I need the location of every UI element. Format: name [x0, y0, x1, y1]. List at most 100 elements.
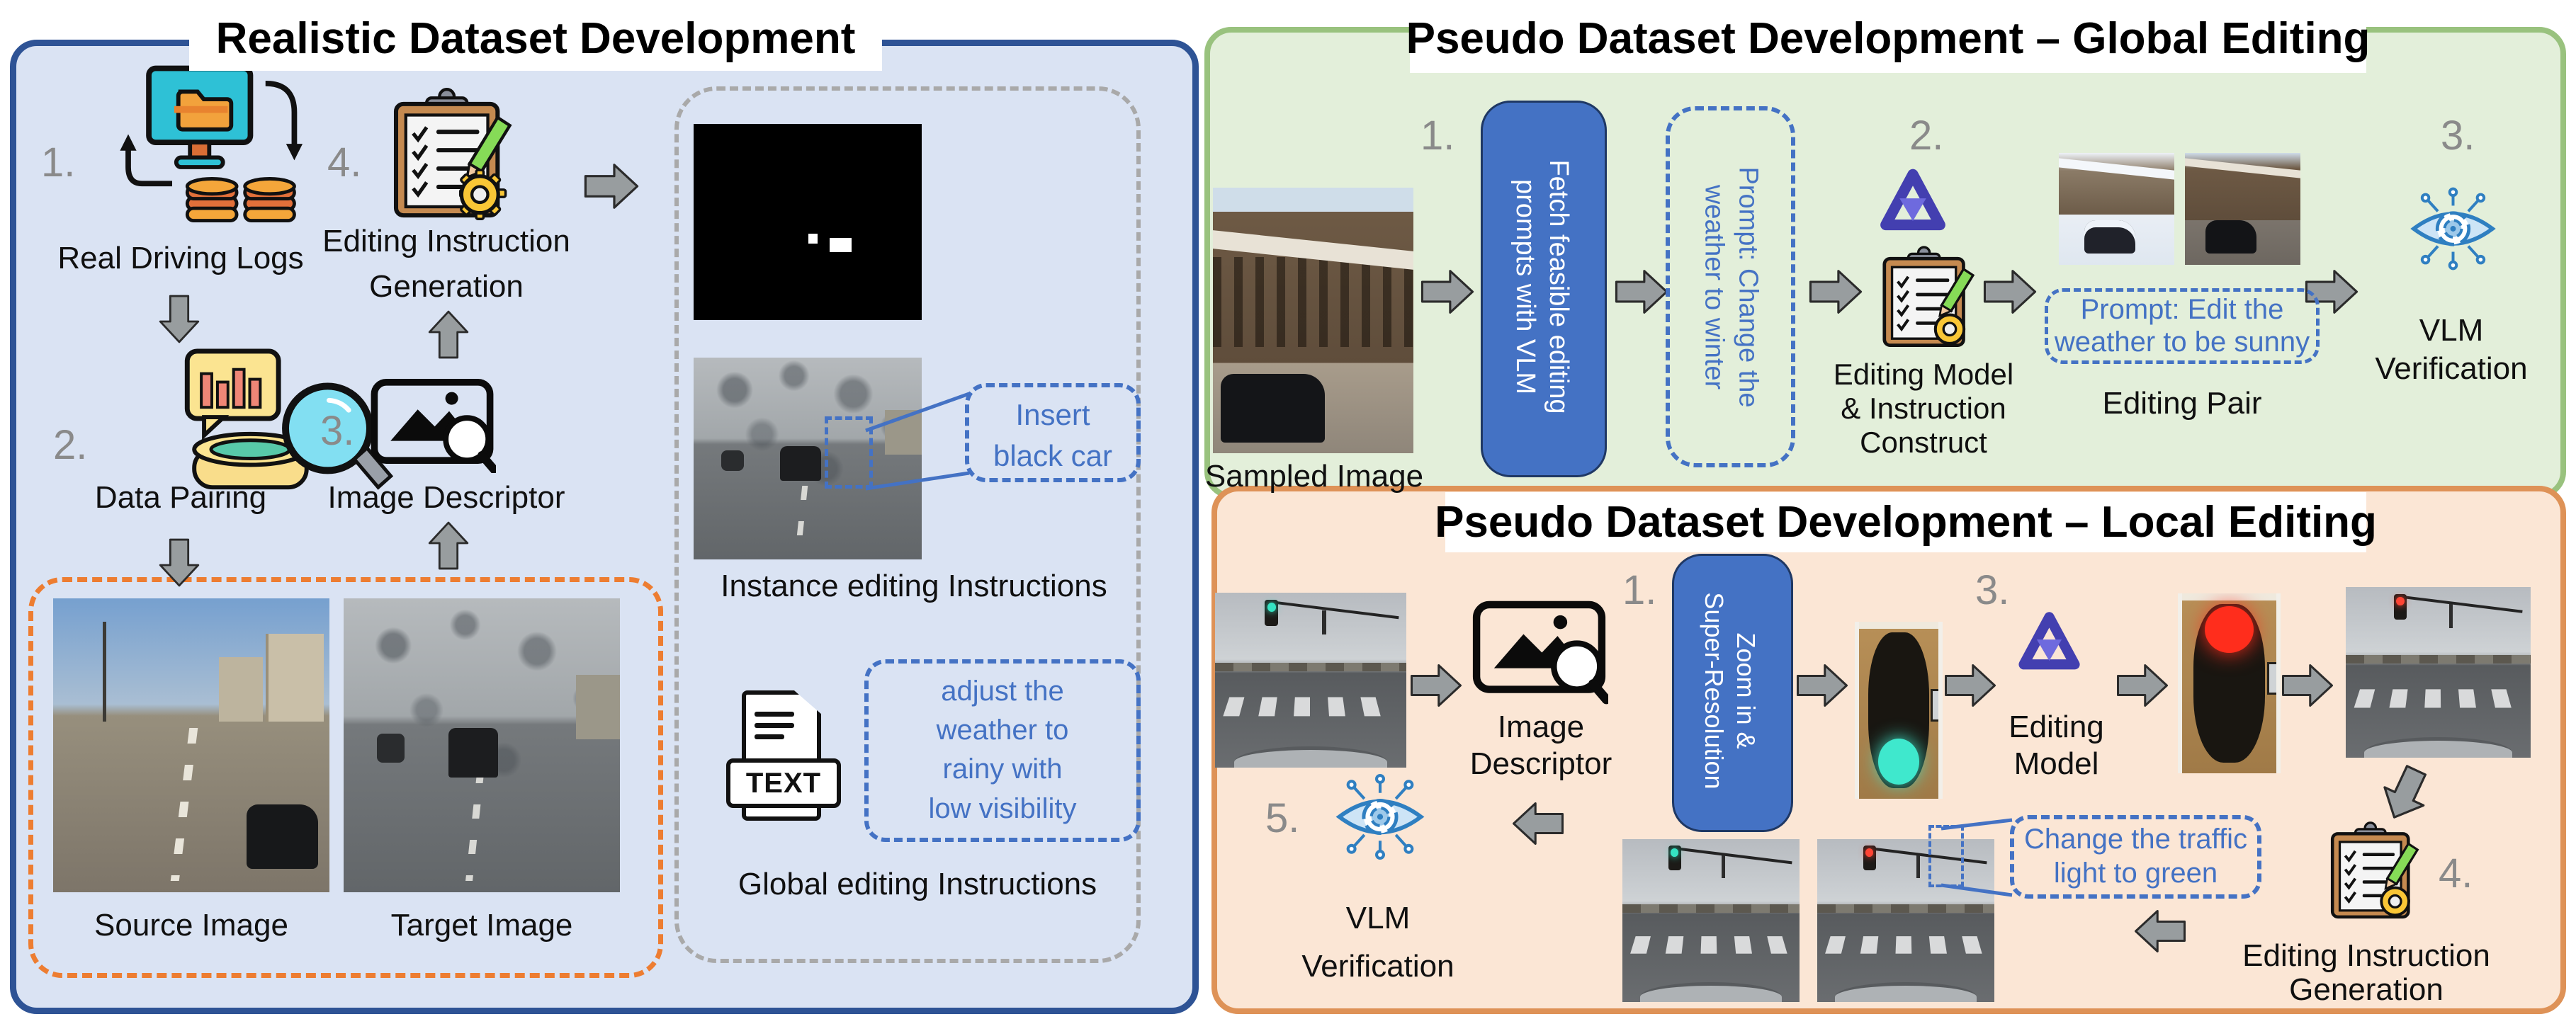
clipboard-gear-icon	[383, 84, 517, 222]
traffic-light-green-crop	[1855, 622, 1943, 799]
image-descriptor-icon	[368, 374, 496, 473]
local-step-number-5: 5.	[1265, 795, 1300, 841]
editing-pair-snowy-photo	[2059, 153, 2174, 265]
local-panel-title: Pseudo Dataset Development – Local Editi…	[1435, 492, 2377, 552]
image-descriptor-label: Image Descriptor	[327, 480, 565, 515]
paired-images-dashed-box	[28, 577, 663, 978]
vlm-eye-icon	[1331, 769, 1430, 865]
car-highlight-bracket	[825, 416, 873, 489]
vlm-eye-icon	[2405, 183, 2501, 275]
winter-prompt-line1: Prompt: Change the	[1733, 166, 1763, 408]
green-light-prompt-box: Change the traffic light to green	[2010, 815, 2261, 899]
intersection-photo-original	[1215, 593, 1406, 768]
right-arrow	[1943, 662, 1998, 709]
clipboard-gear-icon	[2322, 820, 2423, 921]
winter-prompt-box	[1666, 106, 1795, 467]
global-prompt-line2: weather to	[936, 715, 1069, 746]
source-image-label: Source Image	[94, 908, 288, 943]
local-editing-model-line1: Editing	[2009, 710, 2104, 744]
down-arrow	[157, 289, 201, 349]
target-image-label: Target Image	[390, 908, 573, 943]
right-arrow	[1807, 268, 1865, 316]
zoom-super-resolution-box	[1672, 554, 1793, 832]
winter-prompt-line2: weather to winter	[1700, 184, 1729, 390]
vlm-logo-icon	[1870, 164, 1955, 234]
instance-edited-photo	[694, 358, 922, 559]
clipboard-gear-icon	[1874, 244, 1979, 349]
editing-pair-sunny-photo	[2185, 153, 2300, 265]
text-file-icon: TEXT	[726, 690, 841, 821]
fetch-prompts-text: Fetch feasible editing prompts with VLM	[1481, 101, 1603, 473]
right-arrow	[2115, 662, 2170, 709]
sunny-prompt-line2: weather to be sunny	[2054, 326, 2310, 358]
local-step-number-3: 3.	[1975, 567, 2010, 613]
global-prompt-line4: low visibility	[928, 792, 1077, 824]
traffic-light-red-crop	[2178, 593, 2281, 773]
local-editing-model-line2: Model	[2013, 746, 2099, 781]
real-driving-logs-label: Real Driving Logs	[57, 241, 304, 275]
step-number-1: 1.	[41, 140, 76, 186]
computer-databases-icon	[106, 60, 326, 230]
target-image-photo	[344, 598, 620, 892]
data-pairing-icon	[181, 346, 393, 500]
right-arrow	[572, 161, 650, 211]
source-image-photo	[53, 598, 329, 892]
image-descriptor-icon	[1470, 593, 1608, 706]
fetch-text-line2: prompts with VLM	[1510, 178, 1540, 395]
step-number-2: 2.	[53, 422, 88, 468]
local-pair-red-photo	[1817, 839, 1994, 1002]
local-step-number-1: 1.	[1622, 567, 1657, 613]
local-descriptor-label-line1: Image	[1497, 710, 1585, 744]
right-arrow	[1418, 268, 1476, 316]
left-arrow	[1510, 800, 1566, 847]
right-arrow	[1795, 662, 1850, 709]
local-vlm-verification-line1: VLM	[1345, 901, 1411, 935]
global-editing-caption: Global editing Instructions	[738, 867, 1097, 901]
winter-prompt-text: Prompt: Change the weather to winter	[1666, 107, 1796, 468]
insert-annotation-line1: Insert	[1015, 398, 1090, 431]
instance-editing-caption: Instance editing Instructions	[721, 569, 1107, 603]
editing-model-construct-line3: Construct	[1860, 426, 1987, 459]
local-descriptor-label-line2: Descriptor	[1469, 746, 1612, 781]
up-arrow	[426, 516, 470, 576]
traffic-light-highlight-bracket	[1928, 825, 1964, 887]
annotation-connector-lines	[865, 392, 970, 491]
editing-instruction-label-line2: Generation	[369, 269, 524, 304]
local-editing-instruction-line1: Editing Instruction	[2242, 938, 2490, 973]
global-editing-prompt-box: adjust the weather to rainy with low vis…	[864, 659, 1141, 842]
right-arrow	[1612, 268, 1671, 316]
insert-black-car-annotation: Insert black car	[965, 383, 1141, 482]
global-prompt-line3: rainy with	[942, 753, 1063, 785]
instance-mask-image	[694, 124, 922, 320]
global-step-number-3: 3.	[2441, 113, 2475, 159]
sunny-prompt-line1: Prompt: Edit the	[2080, 294, 2284, 325]
step-number-4: 4.	[327, 140, 362, 186]
local-step-number-4: 4.	[2439, 850, 2473, 896]
zoom-text-line1: Zoom in &	[1732, 632, 1761, 749]
right-arrow	[1408, 662, 1464, 709]
global-panel-title: Pseudo Dataset Development – Global Edit…	[1406, 4, 2370, 73]
step-number-3: 3.	[320, 408, 355, 454]
right-arrow	[1981, 268, 2039, 316]
zoom-text-line2: Super-Resolution	[1700, 592, 1729, 790]
green-prompt-line1: Change the traffic	[2023, 824, 2248, 855]
local-pair-green-photo	[1622, 839, 1800, 1002]
editing-model-construct-line2: & Instruction	[1841, 392, 2006, 425]
local-vlm-verification-line2: Verification	[1301, 949, 1454, 984]
editing-model-construct-line1: Editing Model	[1833, 358, 2014, 391]
zoom-super-resolution-text: Zoom in & Super-Resolution	[1672, 554, 1789, 828]
global-prompt-line1: adjust the	[941, 676, 1064, 707]
global-vlm-verification-line1: VLM	[2419, 313, 2484, 348]
global-step-number-2: 2.	[1909, 113, 1944, 159]
text-file-badge: TEXT	[726, 758, 841, 808]
down-arrow	[157, 533, 201, 593]
global-vlm-verification-line2: Verification	[2375, 351, 2528, 386]
fetch-prompts-box	[1481, 101, 1607, 477]
sampled-image-label: Sampled Image	[1204, 459, 1424, 494]
left-arrow	[2132, 908, 2188, 955]
insert-annotation-line2: black car	[993, 438, 1113, 472]
up-arrow	[426, 304, 470, 365]
sampled-image-photo	[1213, 188, 1413, 453]
global-step-number-1: 1.	[1420, 113, 1455, 159]
